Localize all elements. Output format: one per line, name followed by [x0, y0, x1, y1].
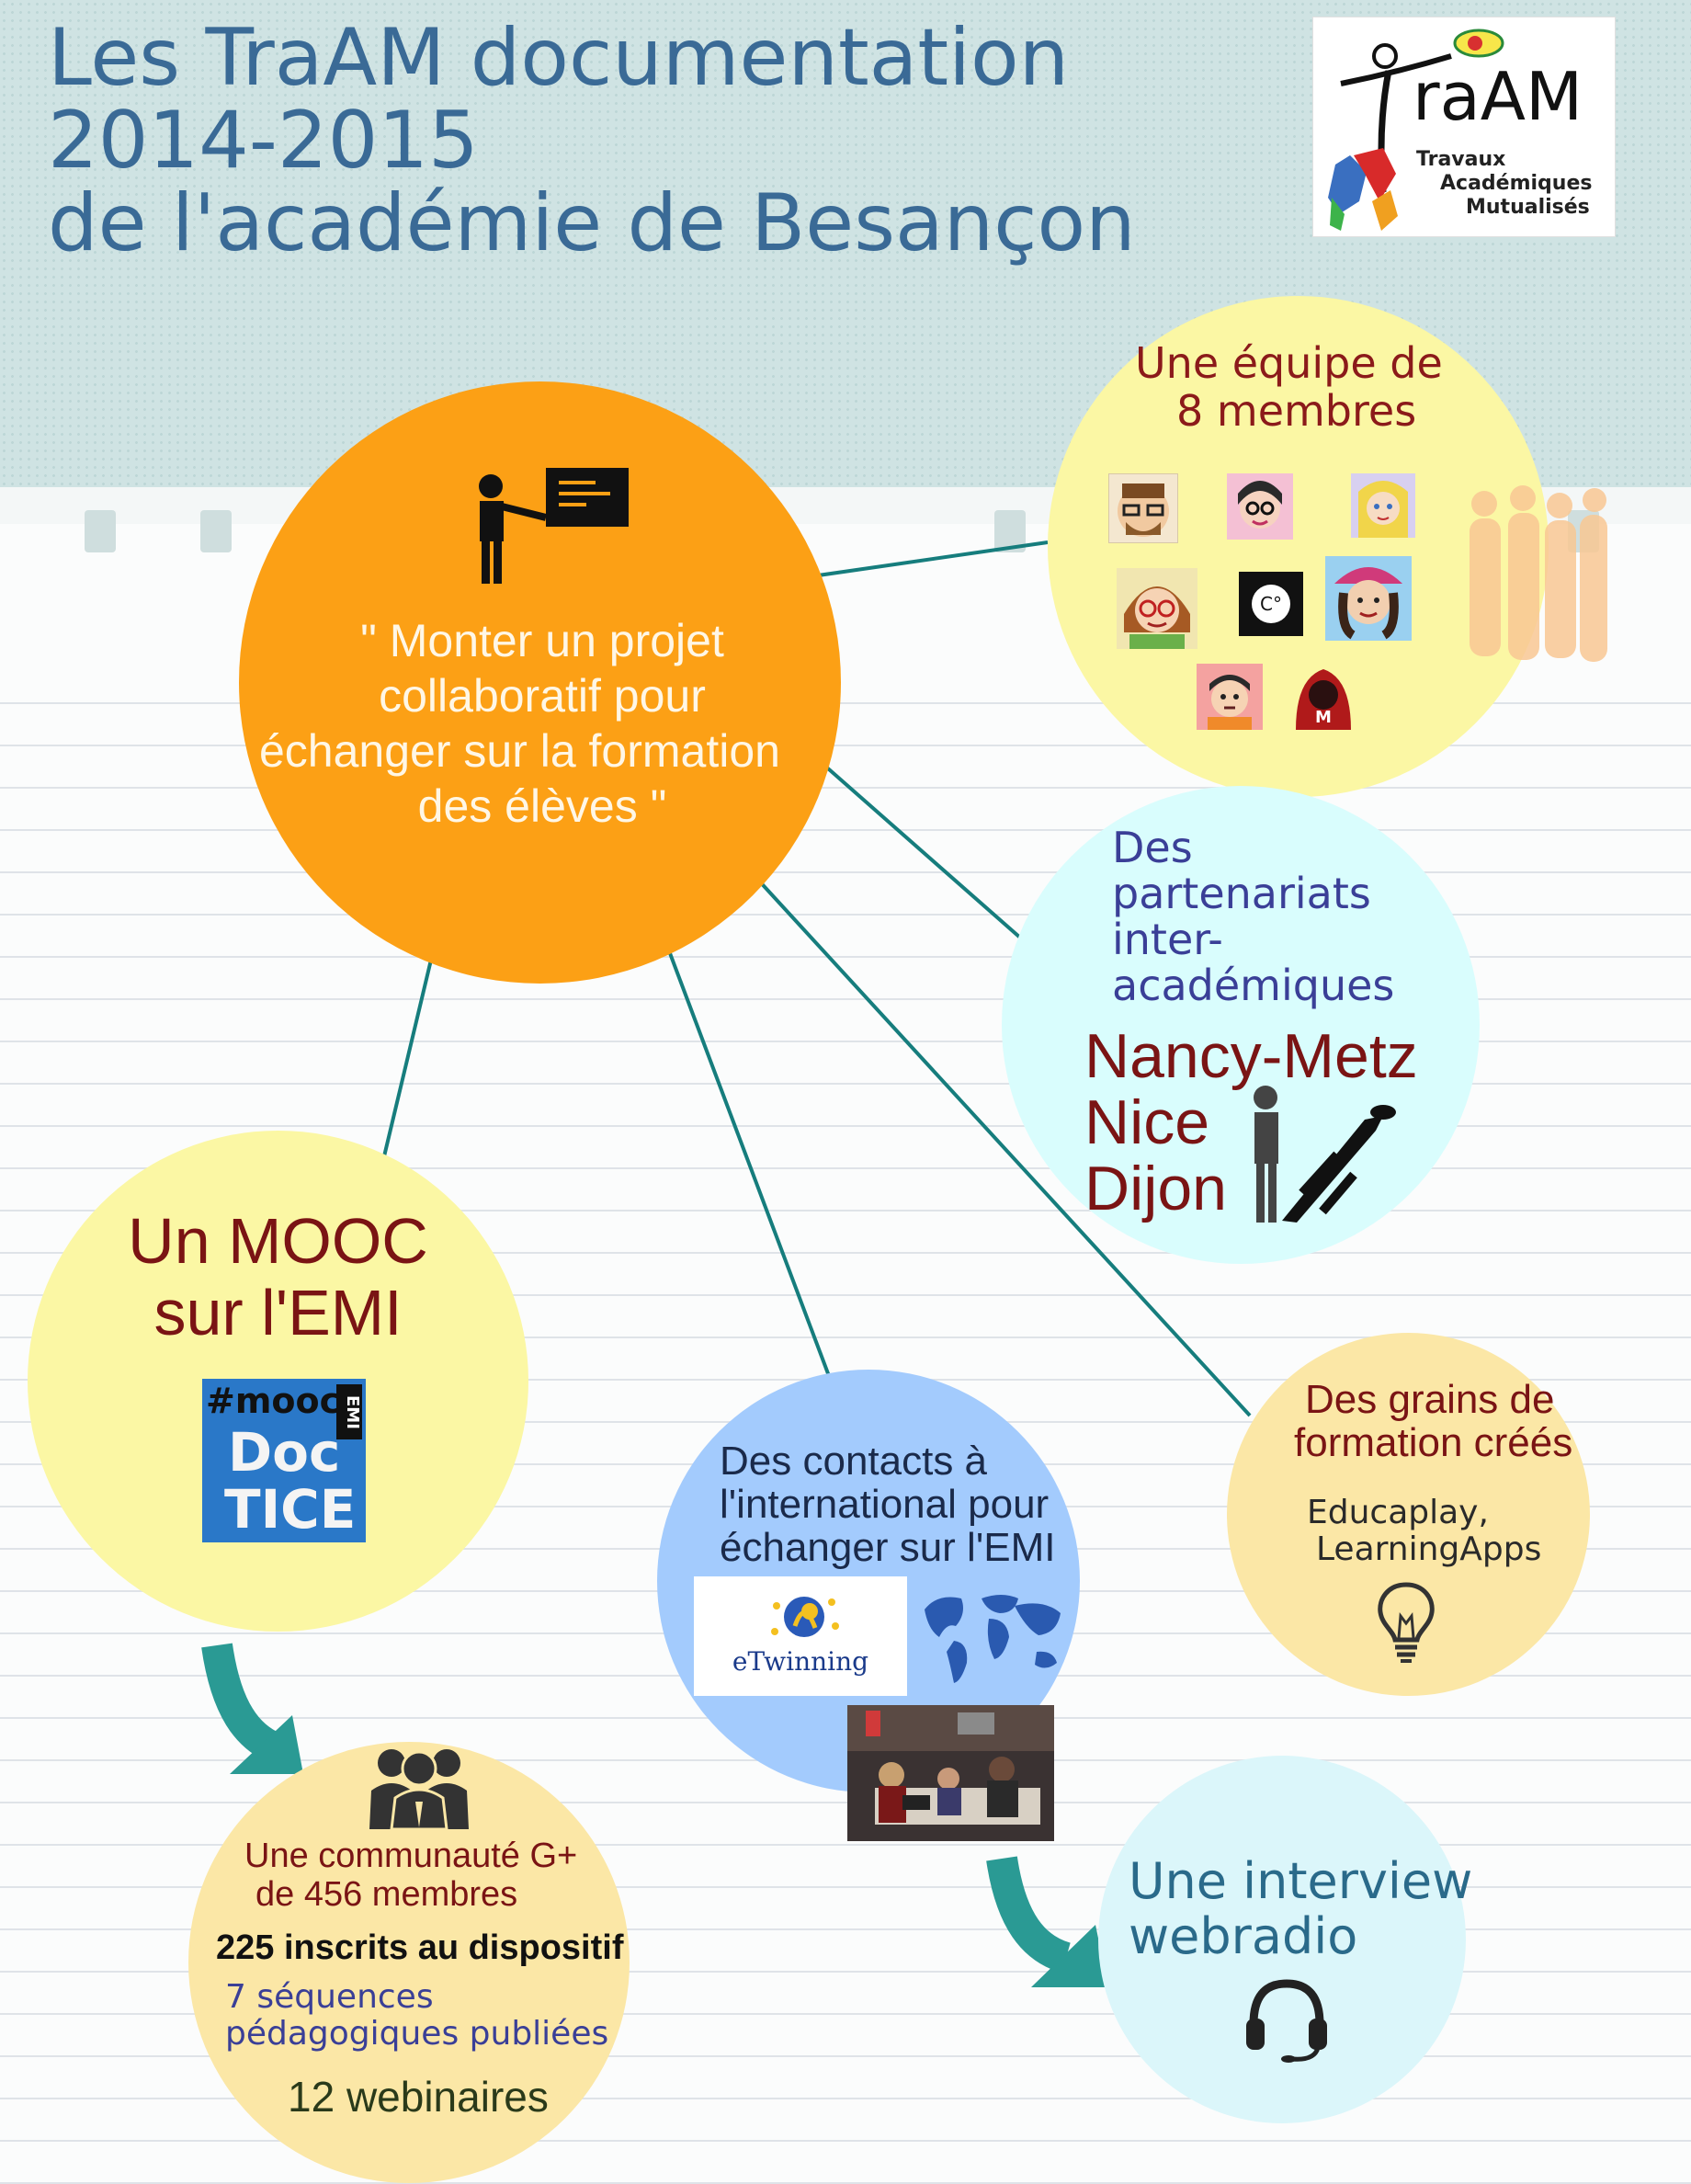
community-webinars: 12 webinaires: [288, 2073, 549, 2121]
international-text: l'international pour: [720, 1482, 1050, 1527]
logo-line: Mutualisés: [1466, 196, 1590, 219]
mooc-doctice-logo: #mooc EMI Doc TICE: [202, 1379, 366, 1542]
webradio-circle: [1098, 1756, 1466, 2123]
etwinning-label: eTwinning: [732, 1646, 869, 1677]
member-avatar: M: [1288, 660, 1358, 730]
international-text: Des contacts à: [720, 1439, 988, 1484]
partners-circle: [1002, 786, 1480, 1264]
partners-text: inter-: [1112, 915, 1223, 964]
mooc-title: sur l'EMI: [153, 1277, 403, 1348]
page-title: Les TraAM documentation 2014-2015 de l'a…: [48, 17, 1136, 265]
community-registered: 225 inscrits au dispositif: [216, 1928, 624, 1967]
member-avatar: [1325, 556, 1412, 641]
grains-title: Des grains de: [1305, 1377, 1555, 1422]
community-title: de 456 membres: [255, 1875, 518, 1914]
grains-tools: LearningApps: [1316, 1530, 1542, 1568]
member-avatar: [1197, 664, 1263, 730]
binder-ring: [85, 510, 116, 552]
grains-title: formation créés: [1294, 1420, 1573, 1465]
person-shadow-icon: [1254, 1086, 1396, 1223]
international-text: échanger sur l'EMI: [720, 1525, 1056, 1570]
team-title: Une équipe de: [1135, 338, 1443, 388]
binder-ring: [200, 510, 232, 552]
partner-city: Nancy-Metz: [1084, 1021, 1418, 1091]
headset-icon: [1246, 1979, 1327, 2063]
community-title: Une communauté G+: [244, 1837, 578, 1875]
mooc-title: Un MOOC: [128, 1205, 428, 1277]
member-avatar: [1351, 473, 1415, 538]
community-sequences: pédagogiques publiées: [225, 2015, 609, 2053]
team-title: 8 membres: [1176, 386, 1417, 436]
logo-hashtag: #mooc: [206, 1381, 341, 1421]
quote-line: échanger sur la formation: [259, 725, 780, 777]
meeting-photo: [847, 1705, 1054, 1841]
world-map-icon: [925, 1595, 1061, 1683]
quote-line: " Monter un projet: [360, 615, 724, 666]
title-line: de l'académie de Besançon: [48, 177, 1136, 269]
member-avatar: [1227, 473, 1293, 540]
etwinning-logo: eTwinning: [694, 1576, 907, 1696]
member-avatar: [1117, 568, 1197, 649]
quote-line: des élèves ": [417, 780, 667, 832]
quote-line: collaboratif pour: [379, 670, 706, 722]
partners-text: partenariats: [1112, 869, 1371, 918]
logo-line: Travaux: [1416, 148, 1506, 171]
partner-city: Nice: [1084, 1087, 1210, 1157]
traam-logo: raAM Travaux Académiques Mutualisés: [1312, 17, 1616, 237]
grains-tools: Educaplay,: [1307, 1494, 1489, 1531]
people-silhouette-icon: [1470, 485, 1607, 662]
title-line: Les TraAM documentation: [48, 12, 1070, 104]
central-project-circle: [239, 381, 841, 984]
etwinning-stars-icon: [771, 1597, 839, 1637]
partner-city: Dijon: [1084, 1154, 1227, 1223]
partners-text: Des: [1112, 823, 1193, 872]
community-sequences: 7 séquences: [225, 1978, 434, 2016]
group-people-icon: [369, 1749, 469, 1831]
grains-circle: [1227, 1333, 1590, 1696]
teacher-board-icon: [479, 468, 629, 584]
avatar-initials: M: [1315, 708, 1332, 727]
logo-line: Académiques: [1440, 172, 1593, 195]
light-bulb-icon: [1378, 1582, 1435, 1663]
logo-emi: EMI: [336, 1384, 362, 1439]
logo-brand: raAM: [1413, 58, 1583, 135]
logo-doc: Doc: [228, 1421, 341, 1484]
avatar-initials: C°: [1252, 585, 1290, 623]
member-avatar: [1108, 473, 1178, 543]
logo-tice: TICE: [224, 1478, 357, 1541]
webradio-title: webradio: [1129, 1907, 1358, 1965]
title-line: 2014-2015: [48, 95, 479, 187]
member-avatar: C°: [1239, 572, 1303, 636]
logo-figure-icon: [1328, 28, 1504, 231]
webradio-title: Une interview: [1129, 1852, 1473, 1910]
partners-text: académiques: [1112, 961, 1395, 1010]
